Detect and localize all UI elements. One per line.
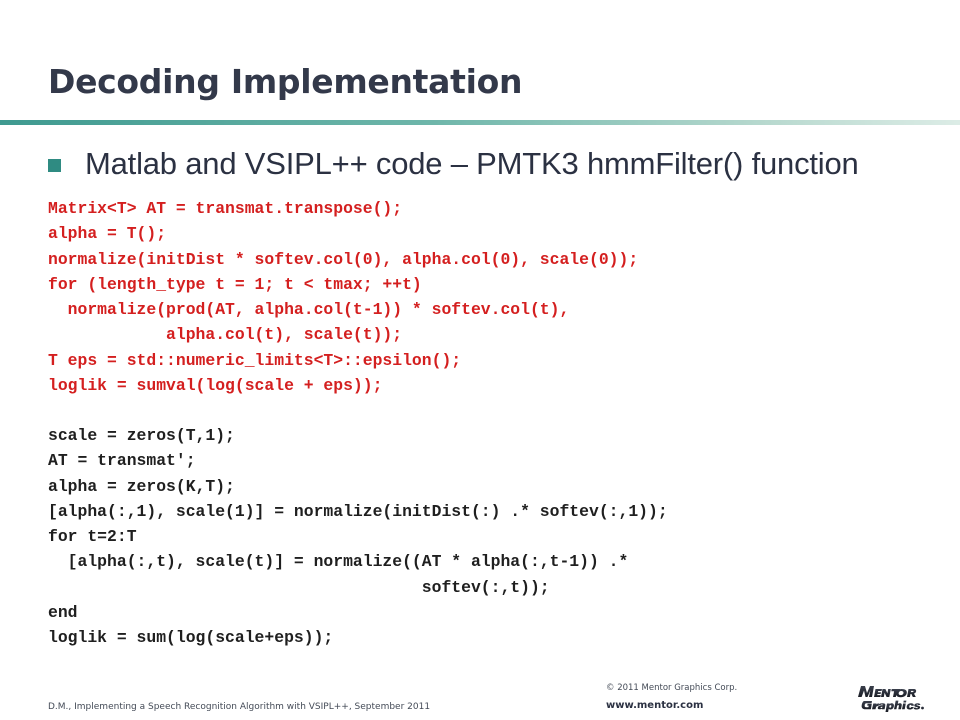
code-line: loglik = sumval(log(scale + eps));: [48, 376, 383, 396]
code-line: for (length_type t = 1; t < tmax; ++t): [48, 274, 422, 294]
code-line: alpha = T();: [48, 224, 167, 244]
square-bullet-icon: [48, 158, 61, 172]
code-line: alpha = zeros(K,T);: [48, 476, 235, 496]
footer-url: www.mentor.com: [606, 700, 704, 711]
title-divider: [0, 120, 960, 125]
bullet-item: Matlab and VSIPL++ code – PMTK3 hmmFilte…: [48, 146, 859, 182]
code-line: scale = zeros(T,1);: [48, 426, 235, 445]
matlab-code-block: scale = zeros(T,1); AT = transmat'; alpha …: [48, 423, 668, 651]
code-line: T eps = std::numeric_limits<T>::epsilon(…: [48, 350, 462, 370]
mentor-graphics-logo: [858, 686, 924, 712]
code-line: [alpha(:,1), scale(1)] = normalize(initD…: [48, 501, 668, 521]
code-line: alpha.col(t), scale(t));: [48, 325, 403, 345]
code-line: normalize(initDist * softev.col(0), alph…: [48, 249, 639, 269]
slide-title: Decoding Implementation: [48, 62, 523, 101]
code-line: loglik = sum(log(scale+eps));: [48, 628, 334, 648]
footer-copyright: © 2011 Mentor Graphics Corp.: [606, 683, 738, 693]
code-line: for t=2:T: [48, 527, 137, 547]
code-line: softev(:,t));: [48, 577, 550, 597]
code-line: AT = transmat';: [48, 451, 196, 471]
code-line: Matrix<T> AT = transmat.transpose();: [48, 199, 403, 218]
code-line: end: [48, 603, 78, 623]
bullet-text: Matlab and VSIPL++ code – PMTK3 hmmFilte…: [85, 146, 859, 181]
code-line: [alpha(:,t), scale(t)] = normalize((AT *…: [48, 552, 629, 572]
vsipl-code-block: Matrix<T> AT = transmat.transpose(); alph…: [48, 196, 638, 398]
code-line: normalize(prod(AT, alpha.col(t-1)) * sof…: [48, 300, 570, 320]
footer-citation: D.M., Implementing a Speech Recognition …: [48, 702, 431, 712]
